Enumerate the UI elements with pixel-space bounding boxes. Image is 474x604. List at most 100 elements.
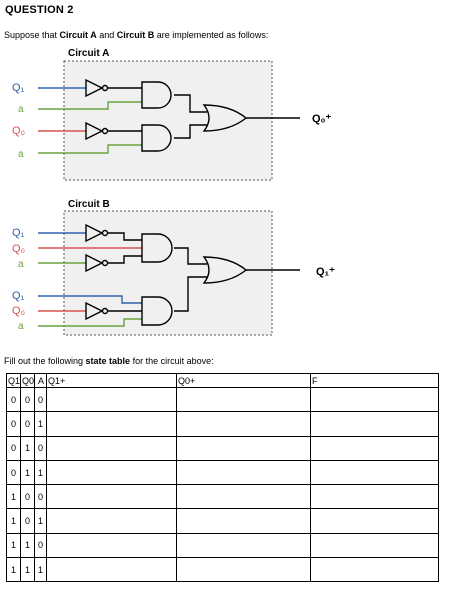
circuit-b-input-a-bottom: a (18, 321, 24, 332)
table-row: 0 1 1 (5, 459, 440, 486)
circuit-a-output-label: Q₀⁺ (312, 113, 332, 125)
circuit-a-input-q1: Q₁ (12, 82, 25, 94)
circuit-b-input-q0-bottom: Q₀ (12, 305, 25, 317)
circuit-diagrams: Circuit A Q₁ a Q₀ a Q₀⁺ Circuit B Q₁ Q₀ … (12, 48, 335, 336)
header-q1: Q1 (5, 373, 22, 388)
cell-q0: 0 (20, 386, 36, 413)
and-gate-b1 (141, 233, 173, 263)
intro-post: are implemented as follows: (154, 30, 269, 40)
not-gate-a2 (85, 121, 109, 141)
cell-a: 0 (34, 435, 48, 461)
cell-q0-next[interactable] (176, 532, 312, 559)
instruction-bold: state table (85, 356, 131, 366)
intro-circuit-b: Circuit B (116, 30, 155, 40)
cell-q1: 0 (5, 411, 22, 437)
state-table-header: Q1 Q0 A Q1+ Q0+ F (5, 373, 440, 388)
cell-q1-next[interactable] (46, 532, 178, 559)
and-gate-b2 (141, 296, 173, 326)
table-row: 1 0 1 (5, 508, 440, 534)
instruction-post: for the circuit above: (130, 356, 214, 366)
header-q0-next: Q0+ (176, 373, 312, 388)
cell-q1: 1 (5, 532, 22, 559)
cell-q0: 1 (20, 532, 36, 559)
cell-q0-next[interactable] (176, 484, 312, 510)
cell-q1-next[interactable] (46, 508, 178, 534)
cell-a: 1 (34, 459, 48, 486)
circuit-a-box (63, 60, 273, 181)
problem-statement: Suppose that Circuit A and Circuit B are… (4, 30, 268, 40)
cell-f[interactable] (310, 557, 440, 583)
cell-a: 0 (34, 532, 48, 559)
cell-f[interactable] (310, 411, 440, 437)
circuit-b-input-q1-top: Q₁ (12, 227, 25, 239)
header-q0: Q0 (20, 373, 36, 388)
intro-pre: Suppose that (4, 30, 60, 40)
and-gate-a1 (141, 81, 172, 109)
circuit-a-title: Circuit A (68, 48, 109, 59)
question-title: QUESTION 2 (5, 4, 74, 16)
wire-b-and1-out (174, 247, 207, 265)
not-gate-b1 (85, 223, 109, 243)
cell-a: 0 (34, 484, 48, 510)
cell-q1: 0 (5, 386, 22, 413)
cell-q0: 1 (20, 435, 36, 461)
cell-q1-next[interactable] (46, 459, 178, 486)
circuit-b-title: Circuit B (68, 199, 110, 210)
wire-a-a1 (38, 101, 142, 110)
cell-q0-next[interactable] (176, 411, 312, 437)
cell-f[interactable] (310, 484, 440, 510)
cell-q0-next[interactable] (176, 459, 312, 486)
instruction-pre: Fill out the following (4, 356, 86, 366)
table-row: 0 0 1 (5, 411, 440, 437)
wire-b-and2-out (174, 276, 207, 312)
cell-q1-next[interactable] (46, 386, 178, 413)
cell-q0-next[interactable] (176, 557, 312, 583)
cell-q1: 1 (5, 508, 22, 534)
wire-b-not1-out (108, 232, 142, 241)
header-a: A (34, 373, 48, 388)
cell-f[interactable] (310, 459, 440, 486)
cell-q1: 1 (5, 557, 22, 583)
table-row: 1 1 0 (5, 532, 440, 559)
and-gate-a2 (141, 124, 172, 152)
cell-q1: 1 (5, 484, 22, 510)
table-row: 1 0 0 (5, 484, 440, 510)
not-gate-b2 (85, 253, 109, 273)
not-gate-a1 (85, 78, 109, 98)
wire-a-and1-out (174, 94, 207, 113)
circuit-a-input-a1: a (18, 104, 24, 115)
table-row: 1 1 1 (5, 557, 440, 583)
cell-q0: 0 (20, 484, 36, 510)
cell-a: 1 (34, 557, 48, 583)
header-q1-next: Q1+ (46, 373, 178, 388)
header-f: F (310, 373, 440, 388)
circuit-b-input-q1-bottom: Q₁ (12, 290, 25, 302)
wire-b-not2-out (108, 255, 142, 264)
cell-f[interactable] (310, 386, 440, 413)
cell-f[interactable] (310, 508, 440, 534)
intro-mid: and (96, 30, 117, 40)
table-row: 0 0 0 (5, 386, 440, 413)
cell-f[interactable] (310, 435, 440, 461)
circuit-b-input-a-top: a (18, 259, 24, 270)
cell-f[interactable] (310, 532, 440, 559)
wire-b-a-bottom (38, 318, 142, 327)
cell-a: 0 (34, 386, 48, 413)
state-table: Q1 Q0 A Q1+ Q0+ F 0 0 0 0 0 1 0 1 0 0 1 … (5, 373, 440, 583)
cell-q1-next[interactable] (46, 557, 178, 583)
intro-circuit-a: Circuit A (59, 30, 97, 40)
table-row: 0 1 0 (5, 435, 440, 461)
cell-q0-next[interactable] (176, 386, 312, 413)
wire-b-q1-bottom (38, 295, 142, 304)
cell-q0-next[interactable] (176, 508, 312, 534)
cell-q0-next[interactable] (176, 435, 312, 461)
cell-q1-next[interactable] (46, 411, 178, 437)
cell-q0: 1 (20, 557, 36, 583)
wire-a-a2 (38, 144, 142, 154)
cell-q1: 0 (5, 435, 22, 461)
circuit-a-input-q0: Q₀ (12, 125, 25, 137)
circuit-b-output-label: Q₁⁺ (316, 266, 335, 278)
wire-a-and2-out (174, 124, 207, 139)
cell-q1-next[interactable] (46, 484, 178, 510)
cell-q1-next[interactable] (46, 435, 178, 461)
